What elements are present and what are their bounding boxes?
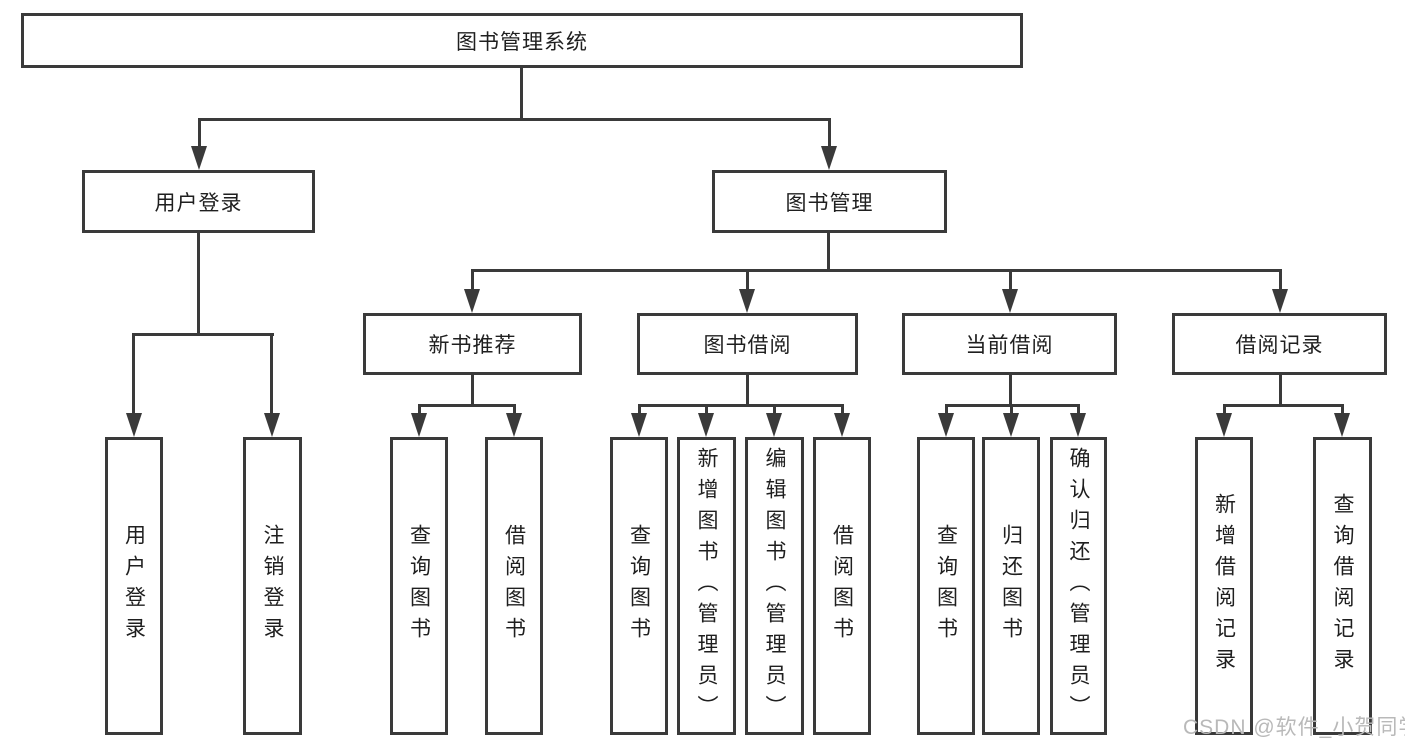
- connector-bb-arm2: [705, 404, 708, 415]
- leaf-nb-borrow-book: 借阅图书: [485, 437, 543, 735]
- arrow-cb-confirm-return: [1070, 413, 1086, 437]
- leaf-cb-confirm-return-admin: 确认归还（管理员）: [1050, 437, 1107, 735]
- connector-current-borrow-stem: [1009, 375, 1012, 407]
- leaf-br-query-record-label: 查询借阅记录: [1331, 493, 1354, 679]
- arrow-to-borrow-record: [1272, 289, 1288, 313]
- connector-borrow-record-stem: [1279, 375, 1282, 407]
- leaf-logout: 注销登录: [243, 437, 302, 735]
- node-book-borrow-label: 图书借阅: [703, 334, 792, 357]
- node-root-label: 图书管理系统: [456, 30, 588, 54]
- connector-new-book-arm2: [513, 404, 516, 415]
- leaf-bb-query-book-label: 查询图书: [627, 524, 651, 648]
- connector-user-login-arm2: [270, 333, 273, 413]
- node-new-book-recommend: 新书推荐: [363, 313, 582, 375]
- arrow-cb-query-book: [938, 413, 954, 437]
- leaf-bb-borrow-book: 借阅图书: [813, 437, 871, 735]
- connector-arm-borrow-record: [1279, 269, 1282, 289]
- node-user-login: 用户登录: [82, 170, 315, 233]
- leaf-cb-return-book: 归还图书: [982, 437, 1040, 735]
- leaf-bb-edit-book-admin-label: 编辑图书（管理员）: [763, 446, 786, 726]
- csdn-watermark: CSDN @软件_小贺同学: [1183, 716, 1405, 739]
- arrow-nb-query-book: [411, 413, 427, 437]
- arrow-bb-borrow-book: [834, 413, 850, 437]
- arrow-to-leaf-user-login: [126, 413, 142, 437]
- node-book-borrow: 图书借阅: [637, 313, 858, 375]
- connector-arm-new-book: [471, 269, 474, 289]
- arrow-to-leaf-logout: [264, 413, 280, 437]
- node-borrow-record: 借阅记录: [1172, 313, 1387, 375]
- leaf-bb-borrow-book-label: 借阅图书: [830, 524, 854, 648]
- connector-root-stem: [520, 68, 523, 120]
- connector-book-borrow-bar: [638, 404, 844, 407]
- leaf-cb-query-book-label: 查询图书: [934, 524, 958, 648]
- connector-bb-arm4: [841, 404, 844, 415]
- connector-book-mgmt-stem: [827, 233, 830, 272]
- connector-br-arm2: [1341, 404, 1344, 415]
- connector-cb-arm3: [1077, 404, 1080, 415]
- node-book-management: 图书管理: [712, 170, 947, 233]
- connector-root-arm-right: [828, 118, 831, 148]
- leaf-bb-add-book-admin-label: 新增图书（管理员）: [695, 446, 718, 726]
- leaf-br-add-record: 新增借阅记录: [1195, 437, 1253, 735]
- connector-new-book-bar: [418, 404, 516, 407]
- connector-arm-current-borrow: [1009, 269, 1012, 289]
- leaf-br-add-record-label: 新增借阅记录: [1212, 493, 1236, 679]
- arrow-to-user-login: [191, 146, 207, 170]
- arrow-to-new-book: [464, 289, 480, 313]
- connector-root-arm-left: [198, 118, 201, 148]
- connector-cb-arm1: [945, 404, 948, 415]
- node-root: 图书管理系统: [21, 13, 1023, 68]
- leaf-bb-query-book: 查询图书: [610, 437, 668, 735]
- arrow-to-current-borrow: [1002, 289, 1018, 313]
- node-borrow-record-label: 借阅记录: [1235, 334, 1324, 357]
- arrow-bb-edit-book: [766, 413, 782, 437]
- node-user-login-label: 用户登录: [154, 191, 243, 215]
- leaf-cb-query-book: 查询图书: [917, 437, 975, 735]
- leaf-nb-query-book-label: 查询图书: [407, 524, 431, 648]
- leaf-logout-label: 注销登录: [261, 524, 284, 648]
- node-current-borrow: 当前借阅: [902, 313, 1117, 375]
- arrow-br-query-record: [1334, 413, 1350, 437]
- leaf-cb-confirm-return-admin-label: 确认归还（管理员）: [1067, 446, 1090, 726]
- leaf-user-login: 用户登录: [105, 437, 163, 735]
- connector-new-book-stem: [471, 375, 474, 407]
- arrow-nb-borrow-book: [506, 413, 522, 437]
- connector-user-login-bar: [133, 333, 274, 336]
- leaf-nb-query-book: 查询图书: [390, 437, 448, 735]
- connector-bb-arm3: [773, 404, 776, 415]
- leaf-cb-return-book-label: 归还图书: [999, 524, 1023, 648]
- connector-br-arm1: [1223, 404, 1226, 415]
- connector-user-login-arm1: [132, 333, 135, 413]
- leaf-bb-add-book-admin: 新增图书（管理员）: [677, 437, 736, 735]
- node-book-management-label: 图书管理: [785, 191, 874, 215]
- arrow-cb-return-book: [1003, 413, 1019, 437]
- leaf-bb-edit-book-admin: 编辑图书（管理员）: [745, 437, 804, 735]
- arrow-br-add-record: [1216, 413, 1232, 437]
- arrow-to-book-management: [821, 146, 837, 170]
- leaf-nb-borrow-book-label: 借阅图书: [502, 524, 526, 648]
- connector-book-borrow-stem: [746, 375, 749, 407]
- connector-arm-book-borrow: [746, 269, 749, 289]
- arrow-to-book-borrow: [739, 289, 755, 313]
- connector-root-bar: [198, 118, 831, 121]
- connector-cb-arm2: [1010, 404, 1013, 415]
- connector-borrow-record-bar: [1223, 404, 1344, 407]
- connector-user-login-stem: [197, 233, 200, 336]
- connector-bb-arm1: [638, 404, 641, 415]
- node-current-borrow-label: 当前借阅: [965, 334, 1054, 357]
- arrow-bb-add-book: [698, 413, 714, 437]
- arrow-bb-query-book: [631, 413, 647, 437]
- leaf-br-query-record: 查询借阅记录: [1313, 437, 1372, 735]
- leaf-user-login-label: 用户登录: [122, 524, 146, 648]
- connector-new-book-arm1: [418, 404, 421, 415]
- connector-book-mgmt-bar: [471, 269, 1282, 272]
- node-new-book-recommend-label: 新书推荐: [428, 334, 517, 357]
